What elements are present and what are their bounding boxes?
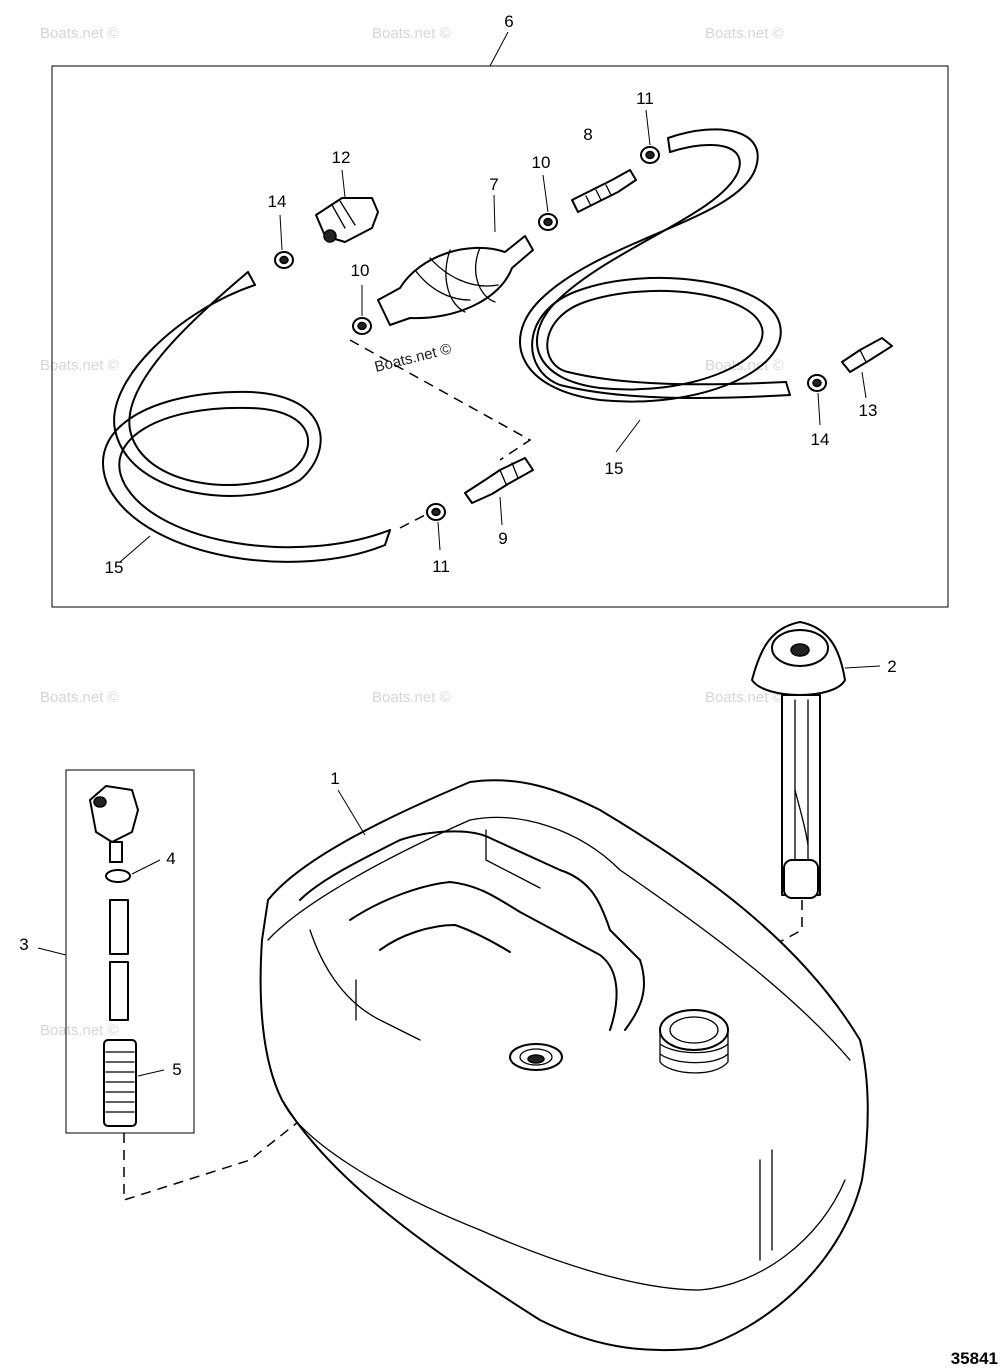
watermark: Boats.net © bbox=[705, 357, 784, 374]
leader-line bbox=[37, 947, 67, 956]
leader-line bbox=[542, 174, 549, 213]
pickup-tube-upper bbox=[109, 899, 129, 955]
leader-line bbox=[279, 214, 283, 251]
hose-clamps: 10 10 11 11 14 14 bbox=[268, 89, 830, 576]
fuel-line-kit: 6 7 10 bbox=[51, 12, 949, 608]
watermark: Boats.net © bbox=[372, 25, 451, 42]
fuel-pickup-box bbox=[65, 769, 195, 1134]
fill-neck bbox=[659, 1009, 729, 1051]
callout-6: 6 bbox=[504, 12, 513, 31]
leader-line bbox=[817, 392, 821, 426]
watermark: Boats.net © bbox=[705, 25, 784, 42]
watermark: Boats.net © bbox=[40, 689, 119, 706]
fuel-gauge: 2 bbox=[689, 621, 897, 991]
assembly-line bbox=[689, 900, 803, 991]
fuel-hose-right bbox=[519, 128, 791, 403]
fuel-hose-left bbox=[102, 271, 391, 563]
leader-line bbox=[615, 419, 641, 453]
engine-connector: 9 bbox=[464, 457, 534, 548]
leader-line bbox=[131, 859, 161, 875]
leader-line bbox=[437, 521, 441, 551]
o-ring bbox=[105, 869, 131, 883]
callout-9: 9 bbox=[498, 529, 507, 548]
assembly-line bbox=[399, 514, 426, 529]
watermark: Boats.net © bbox=[40, 357, 119, 374]
fuel-pickup-assembly: 3 4 5 bbox=[19, 769, 536, 1202]
callout-15-left: 15 bbox=[105, 558, 124, 577]
leader-line bbox=[493, 194, 496, 233]
leader-line bbox=[499, 496, 503, 526]
watermark-dark: Boats.net © bbox=[373, 340, 453, 376]
leader-line bbox=[119, 535, 151, 563]
watermark: Boats.net © bbox=[372, 689, 451, 706]
callout-13: 13 bbox=[859, 401, 878, 420]
pickup-tube-lower bbox=[109, 961, 129, 1021]
leader-line bbox=[844, 665, 881, 669]
figure-number: 35841 bbox=[951, 1349, 998, 1368]
callout-10-left: 10 bbox=[351, 261, 370, 280]
callout-5: 5 bbox=[172, 1060, 181, 1079]
callout-11-top: 11 bbox=[636, 89, 654, 108]
leader-line bbox=[861, 371, 867, 399]
callout-2: 2 bbox=[887, 657, 896, 676]
leader-line bbox=[645, 109, 651, 146]
leader-line bbox=[337, 789, 366, 836]
watermark: Boats.net © bbox=[40, 25, 119, 42]
tank-connector: 12 bbox=[315, 148, 379, 243]
assembly-line bbox=[349, 339, 532, 461]
leader-line bbox=[137, 1069, 165, 1077]
callout-15-right: 15 bbox=[605, 459, 624, 478]
primer-bulb: 7 bbox=[377, 175, 534, 326]
leader-line bbox=[341, 169, 346, 198]
fuel-tank: 1 bbox=[259, 769, 869, 1352]
check-valve: 8 bbox=[571, 125, 637, 213]
callout-8: 8 bbox=[583, 125, 592, 144]
fuel-filter bbox=[103, 1039, 137, 1127]
watermark: Boats.net © bbox=[40, 1022, 119, 1039]
callout-11-bottom: 11 bbox=[432, 557, 450, 576]
callout-10-right: 10 bbox=[532, 153, 551, 172]
tank-fitting: 13 bbox=[841, 337, 893, 420]
callout-3: 3 bbox=[19, 935, 28, 954]
leader-line bbox=[489, 31, 509, 67]
callout-14-top: 14 bbox=[268, 192, 287, 211]
watermark: Boats.net © bbox=[705, 689, 784, 706]
callout-4: 4 bbox=[166, 849, 175, 868]
callout-7: 7 bbox=[489, 175, 498, 194]
callout-1: 1 bbox=[330, 769, 339, 788]
callout-12: 12 bbox=[332, 148, 351, 167]
callout-14-bottom: 14 bbox=[811, 430, 830, 449]
fuel-line-kit-box bbox=[51, 65, 949, 608]
